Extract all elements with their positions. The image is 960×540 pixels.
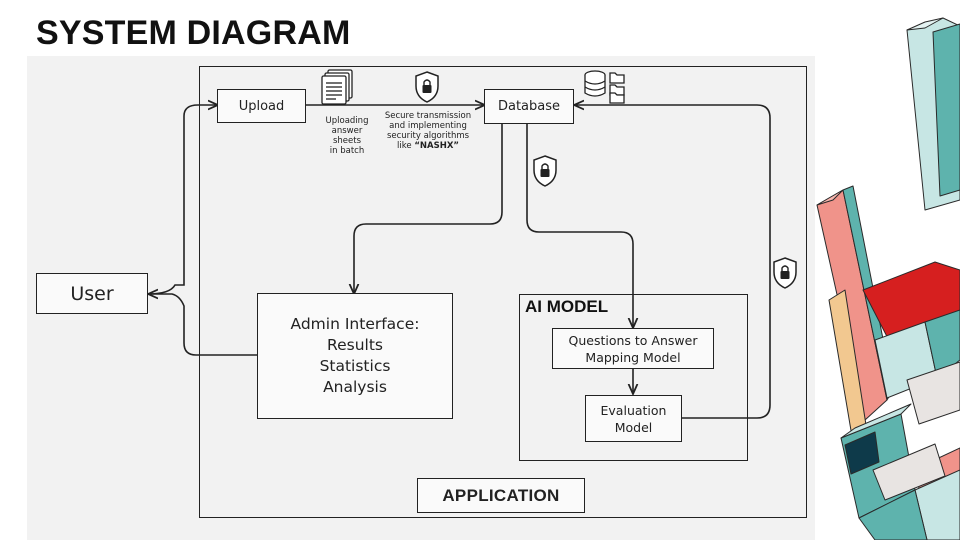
application-label: APPLICATION bbox=[442, 485, 560, 505]
caption-line: in batch bbox=[329, 146, 365, 156]
document-stack-icon bbox=[321, 69, 353, 105]
upload-box: Upload bbox=[217, 89, 306, 123]
page-title: SYSTEM DIAGRAM bbox=[36, 14, 351, 52]
admin-item-analysis: Analysis bbox=[323, 378, 387, 396]
upload-label: Upload bbox=[238, 98, 285, 114]
upload-caption: Uploading answer sheets in batch bbox=[317, 116, 377, 156]
decorative-3d-blocks bbox=[816, 17, 960, 540]
caption-line: security algorithms bbox=[386, 131, 470, 141]
shield-lock-icon bbox=[533, 155, 557, 187]
secure-transmission-caption: Secure transmission and implementing sec… bbox=[376, 111, 480, 151]
database-to-mapping-connector bbox=[526, 124, 633, 328]
shield-lock-icon bbox=[415, 71, 439, 103]
evaluation-line: Evaluation bbox=[600, 402, 667, 418]
database-folders-icon bbox=[584, 70, 625, 104]
evaluation-line: Model bbox=[614, 419, 653, 435]
caption-line: answer sheets bbox=[331, 126, 363, 146]
mapping-line: Mapping Model bbox=[585, 349, 681, 365]
algorithm-name: “NASHX” bbox=[414, 141, 459, 151]
database-label: Database bbox=[497, 99, 561, 114]
admin-item-results: Results bbox=[327, 336, 383, 354]
caption-line: like “NASHX” bbox=[376, 141, 480, 151]
caption-line: Uploading bbox=[325, 116, 369, 126]
ai-model-frame bbox=[519, 294, 748, 461]
user-label: User bbox=[70, 282, 114, 305]
user-box: User bbox=[36, 273, 148, 314]
admin-title: Admin Interface: bbox=[290, 315, 420, 333]
questions-mapping-model-box: Questions to Answer Mapping Model bbox=[552, 328, 714, 369]
application-label-box: APPLICATION bbox=[417, 478, 585, 513]
database-box: Database bbox=[484, 89, 574, 124]
ai-model-label: AI MODEL bbox=[525, 297, 609, 316]
database-to-admin-connector bbox=[354, 124, 503, 294]
caption-line: and implementing bbox=[389, 121, 467, 131]
admin-to-user-connector bbox=[148, 294, 258, 356]
application-frame bbox=[199, 66, 807, 518]
evaluation-to-database-connector bbox=[574, 105, 771, 419]
user-to-upload-connector bbox=[147, 105, 218, 295]
evaluation-model-box: Evaluation Model bbox=[585, 395, 682, 442]
caption-line: Secure transmission bbox=[384, 111, 472, 121]
admin-item-statistics: Statistics bbox=[319, 357, 391, 375]
mapping-line: Questions to Answer bbox=[568, 332, 698, 348]
admin-interface-box: Admin Interface: Results Statistics Anal… bbox=[257, 293, 453, 419]
caption-text: like bbox=[397, 141, 415, 151]
shield-lock-icon bbox=[773, 257, 797, 289]
